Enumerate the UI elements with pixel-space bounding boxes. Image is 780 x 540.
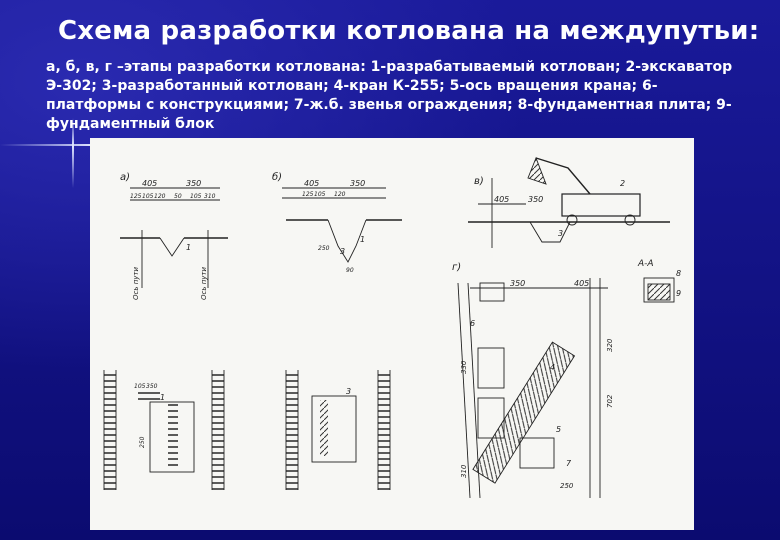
label-b: б)	[272, 171, 282, 183]
label-v: в)	[474, 176, 484, 187]
svg-text:90: 90	[346, 267, 354, 274]
svg-text:7: 7	[566, 459, 572, 468]
scheme-drawing: а) 405 350 125 105 120 50 105 310 Ось пу…	[103, 156, 681, 499]
svg-text:1: 1	[360, 235, 365, 244]
svg-text:350: 350	[186, 179, 201, 188]
svg-text:330: 330	[460, 360, 468, 374]
plan-left: 105 350 1 250	[103, 370, 225, 490]
svg-text:320: 320	[606, 338, 614, 352]
slide-title: Схема разработки котлована на междупутьи…	[58, 16, 760, 46]
svg-text:Ось пути: Ось пути	[132, 266, 140, 300]
panel-a: а) 405 350 125 105 120 50 105 310 Ось пу…	[120, 172, 228, 300]
svg-text:105: 105	[314, 191, 326, 198]
svg-text:1: 1	[160, 393, 165, 402]
decorative-line-horizontal	[0, 144, 92, 146]
svg-text:120: 120	[334, 191, 346, 198]
svg-text:105: 105	[190, 193, 202, 200]
svg-text:5: 5	[556, 425, 561, 434]
panel-b: б) 405 350 125 105 120 250 90 1 3	[272, 171, 402, 274]
svg-text:310: 310	[460, 464, 468, 478]
svg-text:50: 50	[174, 193, 182, 200]
svg-text:250: 250	[318, 245, 330, 252]
svg-text:350: 350	[528, 195, 543, 204]
svg-text:250: 250	[560, 482, 574, 490]
svg-text:405: 405	[574, 279, 589, 288]
label-g: г)	[452, 262, 461, 273]
plan-right: 3	[285, 370, 391, 490]
svg-text:3: 3	[340, 247, 345, 256]
svg-text:1: 1	[186, 243, 191, 252]
svg-text:8: 8	[676, 269, 681, 278]
panel-v: в) 405 350 2 3	[468, 156, 670, 248]
svg-text:120: 120	[154, 193, 166, 200]
svg-text:310: 310	[204, 193, 216, 200]
svg-text:3: 3	[558, 229, 563, 238]
svg-text:4: 4	[550, 363, 555, 372]
slide-caption: а, б, в, г –этапы разработки котлована: …	[46, 59, 733, 132]
svg-text:405: 405	[142, 179, 157, 188]
svg-text:350: 350	[146, 383, 158, 390]
excavation-scheme-figure: а) 405 350 125 105 120 50 105 310 Ось пу…	[90, 138, 694, 530]
svg-text:405: 405	[304, 179, 319, 188]
svg-text:702: 702	[606, 394, 614, 408]
svg-text:350: 350	[350, 179, 365, 188]
svg-text:125: 125	[302, 191, 314, 198]
svg-text:250: 250	[139, 436, 146, 448]
svg-text:6: 6	[470, 319, 475, 328]
decorative-line-vertical	[72, 118, 74, 188]
svg-text:105: 105	[142, 193, 154, 200]
svg-text:405: 405	[494, 195, 509, 204]
svg-text:А-А: А-А	[637, 259, 654, 269]
panel-g: г) 350 405 320 702 310 330 А-А 4 5 6 7 8…	[452, 259, 681, 499]
svg-text:9: 9	[676, 289, 681, 298]
label-a: а)	[120, 172, 130, 183]
svg-text:2: 2	[620, 179, 625, 188]
svg-text:3: 3	[346, 387, 351, 396]
svg-text:350: 350	[510, 279, 525, 288]
svg-text:125: 125	[130, 193, 142, 200]
svg-text:Ось пути: Ось пути	[200, 266, 208, 300]
svg-text:105: 105	[134, 383, 146, 390]
